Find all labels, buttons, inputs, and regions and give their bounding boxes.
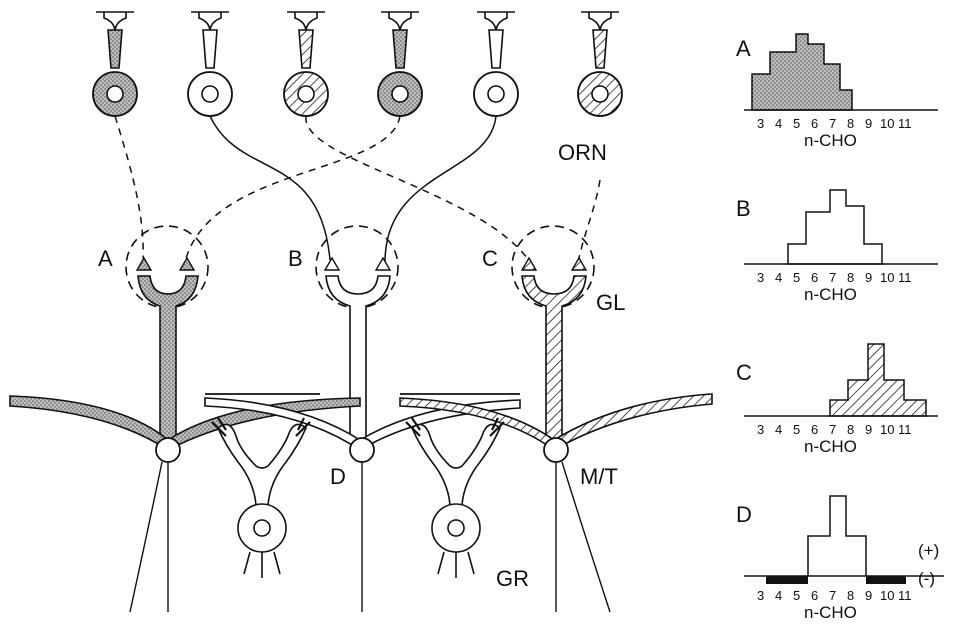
- histogram-d-excitatory-bars: [807, 495, 867, 576]
- orn-neuron-6: [577, 11, 623, 117]
- axon-5-solid: [384, 115, 497, 263]
- tick-c-11: 11: [898, 422, 912, 437]
- tick-b-9: 9: [865, 270, 872, 285]
- orn-neuron-5: [473, 11, 519, 117]
- label-orn: ORN: [558, 140, 607, 165]
- tick-a-6: 6: [811, 116, 818, 131]
- axon-6-dashed: [577, 179, 601, 263]
- tick-a-7: 7: [829, 116, 836, 131]
- tick-a-4: 4: [775, 116, 782, 131]
- histogram-d-label: D: [736, 502, 752, 527]
- orn-row: [92, 11, 623, 117]
- tick-b-4: 4: [775, 270, 782, 285]
- tick-c-5: 5: [793, 422, 800, 437]
- mitral-axons: [129, 461, 611, 613]
- histogram-a: A 3 4 5 6 7 8 9 10 11 n-CHO: [736, 33, 938, 150]
- tick-b-10: 10: [880, 270, 894, 285]
- mitral-cell-a: [135, 256, 199, 441]
- histogram-d-plus: (+): [918, 541, 939, 560]
- axon-2-solid: [209, 115, 331, 261]
- histogram-c-xlabel: n-CHO: [804, 437, 857, 456]
- tick-c-6: 6: [811, 422, 818, 437]
- histogram-d-xlabel: n-CHO: [804, 603, 857, 622]
- orn-neuron-4: [377, 11, 423, 117]
- granule-cell-2: [405, 417, 505, 578]
- tick-a-3: 3: [757, 116, 764, 131]
- label-gl: GL: [596, 290, 625, 315]
- histogram-a-xlabel: n-CHO: [804, 131, 857, 150]
- tick-d-4: 4: [775, 588, 782, 603]
- orn-neuron-3: [283, 11, 329, 117]
- histogram-b-label: B: [736, 196, 751, 221]
- label-glomerulus-b: B: [288, 246, 303, 271]
- label-mt: M/T: [580, 464, 618, 489]
- tick-d-6: 6: [811, 588, 818, 603]
- histogram-b-xlabel: n-CHO: [804, 285, 857, 304]
- histogram-d-ticks: 3 4 5 6 7 8 9 10 11: [757, 588, 912, 603]
- tick-b-8: 8: [847, 270, 854, 285]
- mitral-somata: [155, 437, 569, 463]
- tick-b-7: 7: [829, 270, 836, 285]
- histogram-b: B 3 4 5 6 7 8 9 10 11 n-CHO: [736, 189, 938, 304]
- histogram-d-minus: (-): [918, 569, 935, 588]
- tick-b-3: 3: [757, 270, 764, 285]
- orn-axons: [114, 115, 601, 266]
- histogram-d-inhibitory-bar-right: [866, 576, 906, 584]
- histogram-d-inhibitory-bar-left: [766, 576, 808, 584]
- tick-b-6: 6: [811, 270, 818, 285]
- tick-d-11: 11: [898, 588, 912, 603]
- tick-c-4: 4: [775, 422, 782, 437]
- mitral-cell-c: [520, 256, 588, 441]
- tick-a-5: 5: [793, 116, 800, 131]
- tick-c-7: 7: [829, 422, 836, 437]
- histogram-c-label: C: [736, 360, 752, 385]
- histogram-b-ticks: 3 4 5 6 7 8 9 10 11: [757, 270, 912, 285]
- histogram-b-bars: [787, 189, 883, 265]
- label-glomerulus-a: A: [98, 246, 113, 271]
- tick-d-7: 7: [829, 588, 836, 603]
- tick-d-8: 8: [847, 588, 854, 603]
- tick-c-9: 9: [865, 422, 872, 437]
- tick-c-8: 8: [847, 422, 854, 437]
- axon-3-dashed: [305, 115, 531, 263]
- axon-4-dashed: [184, 115, 401, 263]
- histogram-c-bars: [829, 343, 927, 417]
- label-glomerulus-c: C: [482, 246, 498, 271]
- tick-d-10: 10: [880, 588, 894, 603]
- tick-d-5: 5: [793, 588, 800, 603]
- histogram-a-label: A: [736, 36, 751, 61]
- mitral-cell-b: [323, 256, 392, 441]
- tick-a-11: 11: [898, 116, 912, 131]
- tick-b-5: 5: [793, 270, 800, 285]
- tick-c-10: 10: [880, 422, 894, 437]
- histogram-d: D (+) (-) 3 4 5 6 7 8 9 10 11 n-CHO: [736, 495, 944, 622]
- tick-a-8: 8: [847, 116, 854, 131]
- granule-cell-1: [211, 417, 311, 578]
- label-gr: GR: [496, 566, 529, 591]
- orn-neuron-2: [187, 11, 233, 117]
- tick-a-9: 9: [865, 116, 872, 131]
- label-d: D: [330, 464, 346, 489]
- tick-c-3: 3: [757, 422, 764, 437]
- histogram-a-ticks: 3 4 5 6 7 8 9 10 11: [757, 116, 912, 131]
- tick-b-11: 11: [898, 270, 912, 285]
- tick-d-3: 3: [757, 588, 764, 603]
- orn-neuron-1: [92, 11, 138, 117]
- histogram-a-bars: [751, 33, 853, 111]
- tick-d-9: 9: [865, 588, 872, 603]
- histogram-c: C 3 4 5 6 7 8 9 10 11 n-CHO: [736, 343, 938, 456]
- tick-a-10: 10: [880, 116, 894, 131]
- axon-1-dashed: [114, 115, 144, 266]
- histogram-c-ticks: 3 4 5 6 7 8 9 10 11: [757, 422, 912, 437]
